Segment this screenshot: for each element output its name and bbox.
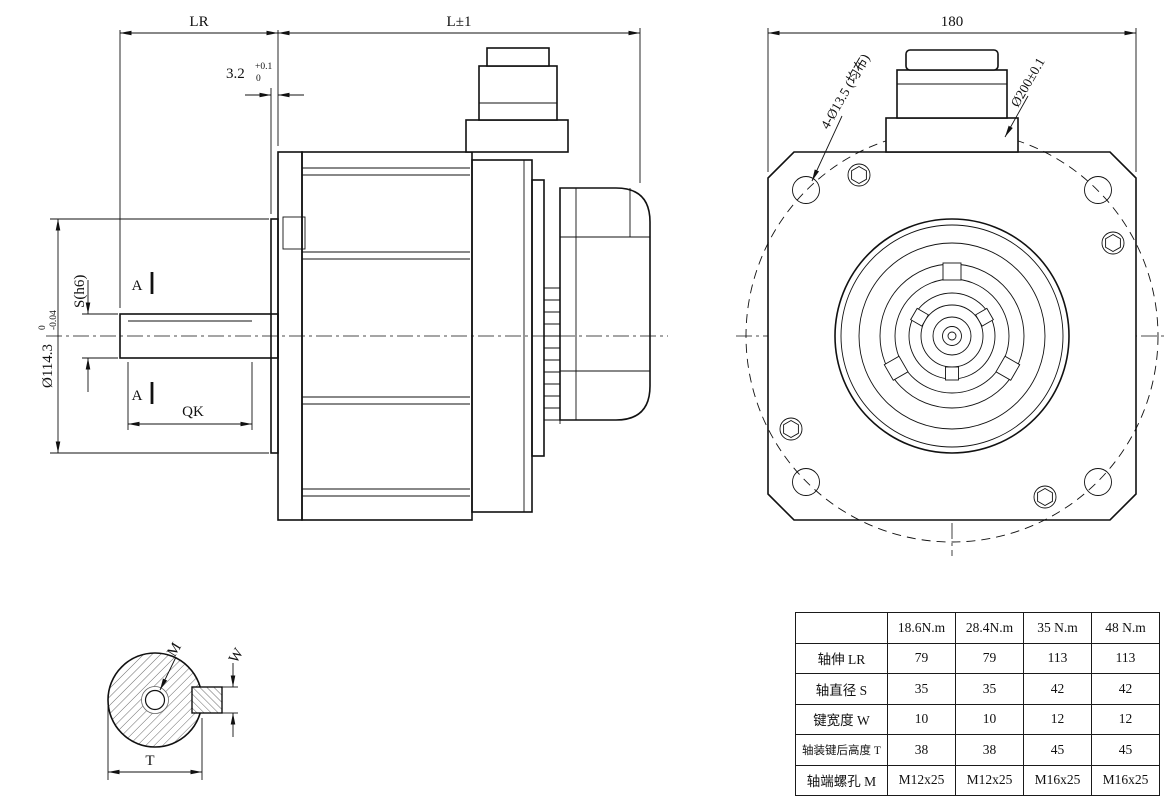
front-connector-base (885, 117, 1019, 153)
top-connector-base (465, 119, 569, 153)
dim-tol-lower: 0 (256, 74, 261, 84)
dim-label-180: 180 (941, 14, 964, 30)
spec-table: 18.6N.m 28.4N.m 35 N.m 48 N.m 轴伸 LR 79 7… (795, 612, 1160, 796)
row-label: 轴装键后高度 T (795, 734, 888, 766)
motor-front-view: 180 4-Ø13.5 (均布) Ø200±0.1 (736, 14, 1166, 556)
leader-line (811, 115, 843, 182)
table-cell: 113 (1091, 642, 1160, 674)
table-row: 轴伸 LR 79 79 113 113 (795, 642, 1160, 674)
table-cell: 12 (1023, 703, 1092, 735)
table-cell: M12x25 (955, 764, 1024, 796)
table-header-cell: 18.6N.m (887, 612, 956, 644)
table-cell: M16x25 (1023, 764, 1092, 796)
table-header-cell: 35 N.m (1023, 612, 1092, 644)
dim-label-spigot: Ø114.3 (40, 344, 56, 388)
screw-hole (144, 689, 166, 711)
coupling-tab-inner (910, 307, 930, 327)
table-cell: 10 (887, 703, 956, 735)
top-connector-body (478, 65, 558, 121)
spigot-circle (834, 218, 1070, 454)
front-connector-body (896, 69, 1008, 119)
table-header-cell (795, 612, 888, 644)
cover-screw (1033, 485, 1057, 509)
motor-side-view: LR L±1 3.2 +0.1 0 S(h6) Ø114.3 0 -0.04 Q… (38, 14, 668, 521)
section-label-a: A (132, 388, 143, 404)
coupling-tab (995, 355, 1021, 381)
mounting-hole (792, 176, 820, 204)
table-cell: 12 (1091, 703, 1160, 735)
cover-screw (847, 163, 871, 187)
table-cell: 113 (1023, 642, 1092, 674)
shaft-center-hole (942, 326, 962, 346)
cover-screw (779, 417, 803, 441)
table-header-row: 18.6N.m 28.4N.m 35 N.m 48 N.m (795, 612, 1160, 644)
pin-comb-ticks (544, 287, 560, 421)
leader-line (159, 656, 177, 691)
table-cell: M12x25 (887, 764, 956, 796)
rear-connector-detail (560, 188, 650, 420)
dim-label-qk: QK (182, 404, 204, 420)
shaft-key-section: M W T (107, 640, 248, 780)
shaft-center-hole (947, 331, 957, 341)
table-cell: 35 (887, 673, 956, 705)
key-width-label: W (226, 645, 248, 666)
dim-tol-upper: 0 (38, 325, 48, 330)
row-label: 键宽度 W (795, 703, 888, 735)
dim-label-l: L±1 (447, 14, 472, 30)
mounting-hole (1084, 468, 1112, 496)
table-cell: M16x25 (1091, 764, 1160, 796)
table-cell: 38 (955, 734, 1024, 766)
cover-screw (1101, 231, 1125, 255)
mounting-hole (792, 468, 820, 496)
table-cell: 42 (1023, 673, 1092, 705)
center-ring (932, 316, 972, 356)
table-cell: 45 (1091, 734, 1160, 766)
table-header-cell: 28.4N.m (955, 612, 1024, 644)
row-label: 轴端螺孔 M (795, 764, 888, 796)
table-row: 轴直径 S 35 35 42 42 (795, 673, 1160, 705)
table-cell: 42 (1091, 673, 1160, 705)
coupling-tab-inner (974, 307, 994, 327)
table-cell: 45 (1023, 734, 1092, 766)
section-label-a: A (132, 278, 143, 294)
mounting-hole (1084, 176, 1112, 204)
table-row: 轴端螺孔 M M12x25 M12x25 M16x25 M16x25 (795, 764, 1160, 796)
row-label: 轴直径 S (795, 673, 888, 705)
table-cell: 10 (955, 703, 1024, 735)
flange-outline (767, 151, 1137, 521)
center-ring (858, 242, 1046, 430)
row-label: 轴伸 LR (795, 642, 888, 674)
coupling-tab (883, 355, 909, 381)
top-connector-cap (486, 47, 550, 67)
front-connector-cap (905, 49, 999, 71)
table-cell: 38 (887, 734, 956, 766)
height-label: T (145, 753, 154, 769)
leader-line (1004, 95, 1029, 138)
rear-connector-housing (559, 187, 651, 421)
dim-tol-lower: -0.04 (49, 310, 59, 330)
dim-label-shaft-dia: S(h6) (72, 275, 88, 308)
bolt-circle (745, 129, 1159, 543)
table-row: 键宽度 W 10 10 12 12 (795, 703, 1160, 735)
dim-tol-upper: +0.1 (255, 62, 272, 72)
table-header-cell: 48 N.m (1091, 612, 1160, 644)
key (191, 686, 223, 714)
table-row: 轴装键后高度 T 38 38 45 45 (795, 734, 1160, 766)
holes-callout: 4-Ø13.5 (均布) (818, 51, 873, 131)
coupling-tab-inner (945, 366, 959, 381)
bolt-circle-callout: Ø200±0.1 (1008, 55, 1048, 110)
flange-detail (282, 216, 306, 250)
dim-label-lr: LR (189, 14, 208, 30)
table-cell: 79 (955, 642, 1024, 674)
table-cell: 79 (887, 642, 956, 674)
center-ring (840, 224, 1064, 448)
table-cell: 35 (955, 673, 1024, 705)
body-seams (302, 167, 470, 497)
dim-label-flange: 3.2 (226, 66, 245, 82)
coupling-tab (942, 262, 962, 281)
encoder-step (531, 179, 545, 457)
